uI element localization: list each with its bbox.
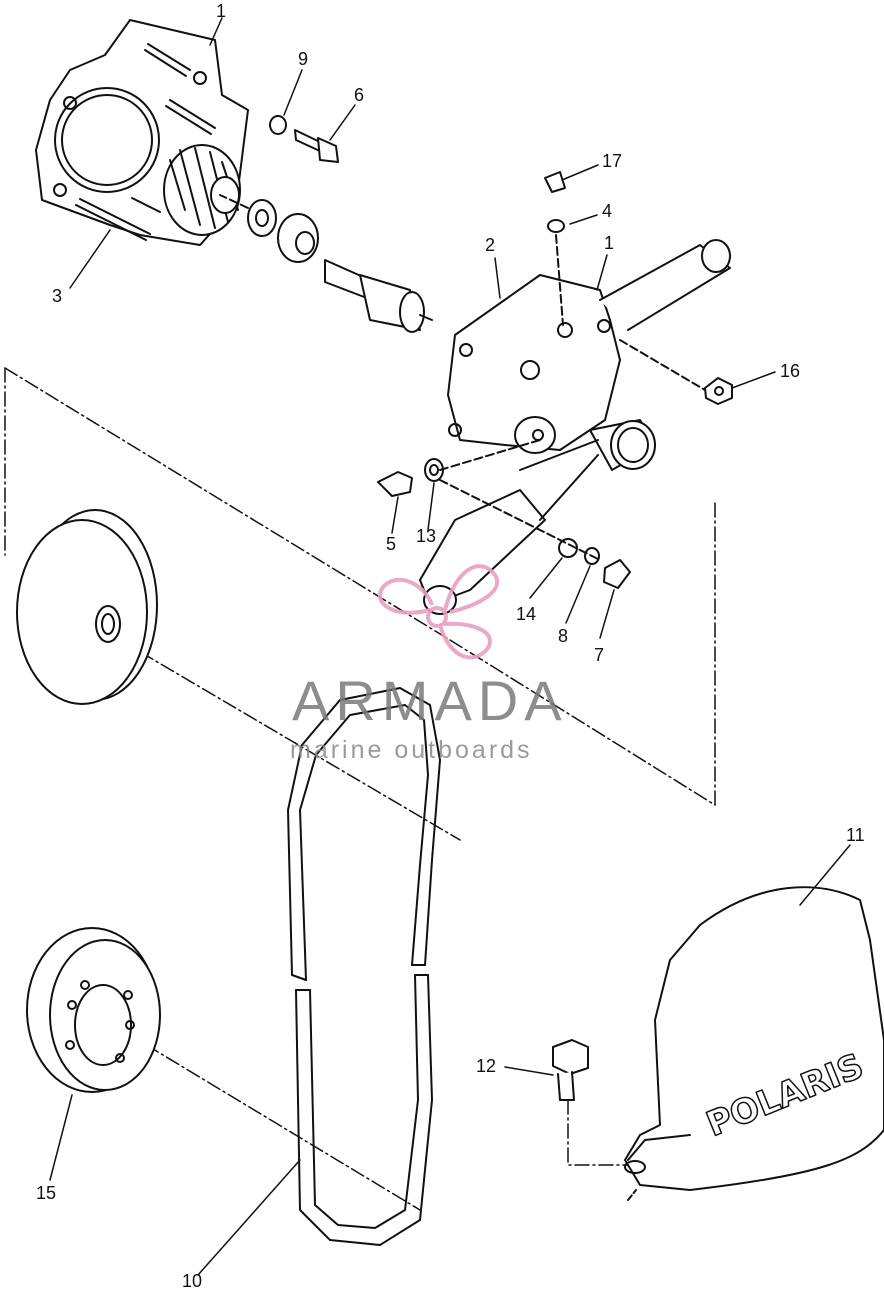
callout-14: 14 <box>516 604 537 624</box>
callout-16: 16 <box>780 361 801 381</box>
assembly-frame <box>4 367 716 1211</box>
leader-lines <box>49 17 851 1276</box>
shaft-assembly <box>219 194 433 333</box>
callout-6: 6 <box>354 85 365 105</box>
bolt-12 <box>552 1039 589 1101</box>
callout-5: 5 <box>386 534 397 554</box>
pump-body <box>419 239 731 615</box>
callout-13: 13 <box>416 526 437 546</box>
callout-1-top: 1 <box>216 1 227 21</box>
callout-3: 3 <box>52 286 63 306</box>
drive-belt <box>287 687 441 1246</box>
callout-12: 12 <box>476 1056 497 1076</box>
callout-10: 10 <box>182 1271 203 1291</box>
callout-15: 15 <box>36 1183 57 1203</box>
watermark-subtitle: marine outboards <box>290 736 533 764</box>
callout-7: 7 <box>594 645 605 665</box>
callout-8: 8 <box>558 626 569 646</box>
callout-4: 4 <box>602 201 613 221</box>
watermark-title: ARMADA <box>292 669 568 732</box>
callout-1-right: 1 <box>604 233 615 253</box>
impeller <box>163 144 241 236</box>
propeller-logo <box>378 564 500 660</box>
callout-17: 17 <box>602 151 623 171</box>
callout-9: 9 <box>298 49 309 69</box>
lower-pulley <box>26 927 161 1093</box>
upper-pulley <box>16 509 158 705</box>
belt-cover <box>624 886 884 1201</box>
callout-11: 11 <box>846 825 865 845</box>
bolt-6 <box>269 115 339 163</box>
small-fittings <box>377 171 733 589</box>
callout-2: 2 <box>485 235 496 255</box>
